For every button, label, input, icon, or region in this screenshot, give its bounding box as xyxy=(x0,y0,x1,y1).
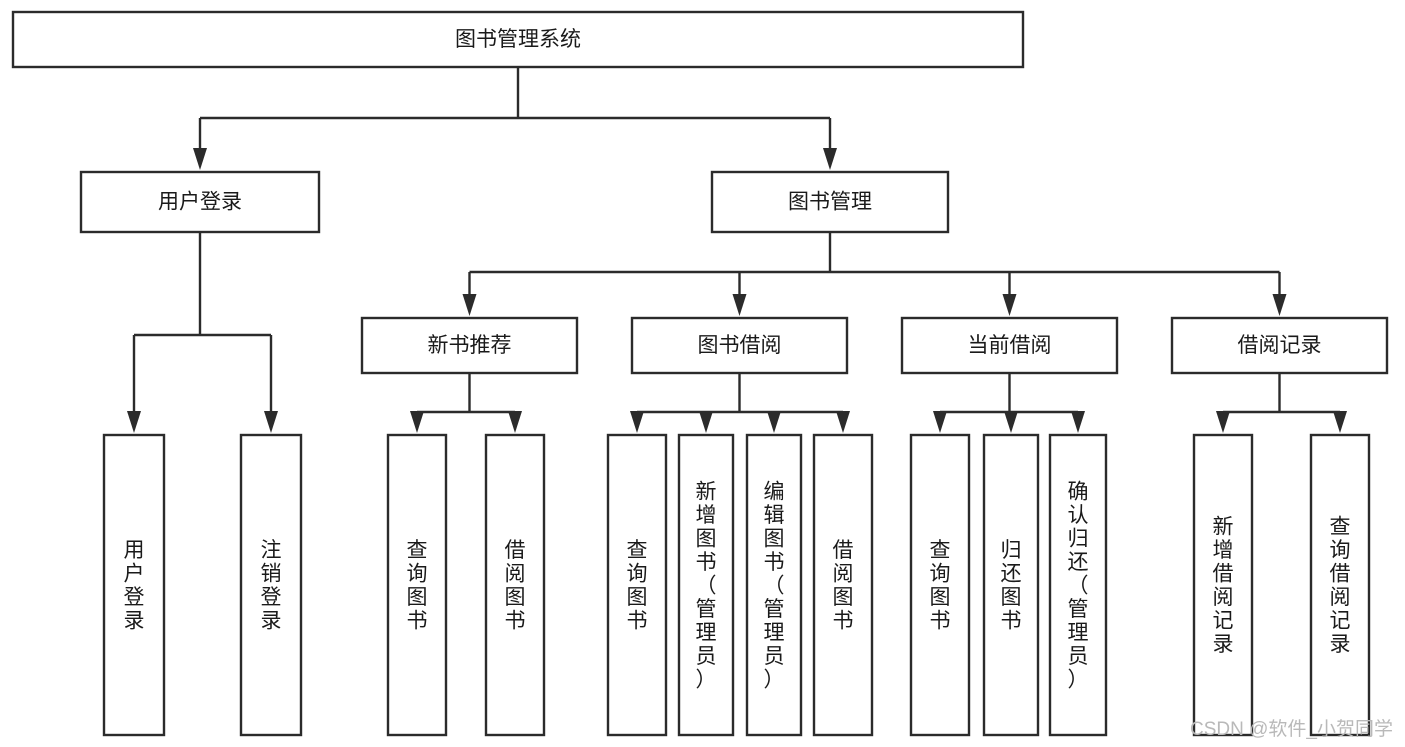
node-leaf-edit-book-label: 编辑图书（管理员） xyxy=(764,480,785,691)
node-book-manage-label: 图书管理 xyxy=(788,191,872,214)
arrow-head-icon xyxy=(767,411,781,433)
node-leaf-borrow-book-1-label: 借阅图书 xyxy=(505,539,526,633)
arrow-head-icon xyxy=(410,411,424,433)
node-leaf-query-book-1[interactable]: 查询图书 xyxy=(386,433,448,737)
node-leaf-add-book-label: 新增图书（管理员） xyxy=(696,480,717,691)
arrow-head-icon xyxy=(933,411,947,433)
node-leaf-return-book[interactable]: 归还图书 xyxy=(982,433,1040,737)
node-leaf-query-record-label: 查询借阅记录 xyxy=(1330,516,1351,657)
arrow-head-icon xyxy=(1333,411,1347,433)
node-current-borrow[interactable]: 当前借阅 xyxy=(900,316,1119,375)
node-leaf-confirm-return-box[interactable] xyxy=(1048,433,1108,737)
node-leaf-borrow-book-1[interactable]: 借阅图书 xyxy=(484,433,546,737)
node-leaf-add-record[interactable]: 新增借阅记录 xyxy=(1192,433,1254,737)
arrow-head-icon xyxy=(823,148,837,170)
node-leaf-edit-book[interactable]: 编辑图书（管理员） xyxy=(745,433,803,737)
node-leaf-query-record-box[interactable] xyxy=(1309,433,1371,737)
arrow-head-icon xyxy=(1071,411,1085,433)
arrow-head-icon xyxy=(193,148,207,170)
node-leaf-add-book-box[interactable] xyxy=(677,433,735,737)
connector-user-login-to-leaves xyxy=(127,232,278,433)
node-leaf-borrow-book-1-box[interactable] xyxy=(484,433,546,737)
node-root-label: 图书管理系统 xyxy=(455,28,581,51)
node-root[interactable]: 图书管理系统 xyxy=(11,10,1025,69)
node-user-login-label: 用户登录 xyxy=(158,191,242,214)
node-leaf-logout-label: 注销登录 xyxy=(261,539,282,633)
node-book-borrow-label: 图书借阅 xyxy=(698,334,782,357)
node-leaf-query-book-2-box[interactable] xyxy=(606,433,668,737)
arrow-head-icon xyxy=(732,294,747,316)
connector-current-borrow-to-leaves xyxy=(933,373,1085,433)
node-leaf-return-book-box[interactable] xyxy=(982,433,1040,737)
node-borrow-record[interactable]: 借阅记录 xyxy=(1170,316,1389,375)
node-book-manage-box[interactable] xyxy=(710,170,950,234)
arrow-head-icon xyxy=(508,411,522,433)
node-leaf-borrow-book-2-box[interactable] xyxy=(812,433,874,737)
node-leaf-borrow-book-2[interactable]: 借阅图书 xyxy=(812,433,874,737)
node-new-book-recommend[interactable]: 新书推荐 xyxy=(360,316,579,375)
node-leaf-query-book-3-box[interactable] xyxy=(909,433,971,737)
connector-borrow-record-to-leaves xyxy=(1216,373,1347,433)
node-leaf-query-book-2-label: 查询图书 xyxy=(627,539,648,633)
csdn-watermark: CSDN @软件_小贺同学 xyxy=(1190,719,1393,740)
node-user-login[interactable]: 用户登录 xyxy=(79,170,321,234)
connector-root-to-level2 xyxy=(193,67,837,170)
connector-lines xyxy=(127,67,1347,433)
arrow-head-icon xyxy=(127,411,141,433)
node-leaf-user-login-box[interactable] xyxy=(102,433,166,737)
node-book-borrow-box[interactable] xyxy=(630,316,849,375)
node-leaf-query-book-1-box[interactable] xyxy=(386,433,448,737)
node-leaf-user-login[interactable]: 用户登录 xyxy=(102,433,166,737)
arrow-head-icon xyxy=(1004,411,1018,433)
arrow-head-icon xyxy=(1272,294,1287,316)
node-leaf-borrow-book-2-label: 借阅图书 xyxy=(833,539,854,633)
arrow-head-icon xyxy=(699,411,713,433)
node-book-manage[interactable]: 图书管理 xyxy=(710,170,950,234)
arrow-head-icon xyxy=(836,411,850,433)
node-new-book-recommend-label: 新书推荐 xyxy=(428,334,512,357)
diagram-nodes: 图书管理系统用户登录图书管理新书推荐图书借阅当前借阅借阅记录用户登录注销登录查询… xyxy=(11,10,1389,737)
node-current-borrow-box[interactable] xyxy=(900,316,1119,375)
node-book-borrow[interactable]: 图书借阅 xyxy=(630,316,849,375)
arrow-head-icon xyxy=(462,294,477,316)
arrow-head-icon xyxy=(1002,294,1017,316)
arrow-head-icon xyxy=(264,411,278,433)
connector-book-manage-to-level3 xyxy=(462,232,1287,316)
node-leaf-logout[interactable]: 注销登录 xyxy=(239,433,303,737)
node-new-book-recommend-box[interactable] xyxy=(360,316,579,375)
node-leaf-logout-box[interactable] xyxy=(239,433,303,737)
arrow-head-icon xyxy=(630,411,644,433)
connector-new-book-recommend-to-leaves xyxy=(410,373,522,433)
node-leaf-query-book-3[interactable]: 查询图书 xyxy=(909,433,971,737)
node-borrow-record-box[interactable] xyxy=(1170,316,1389,375)
node-leaf-confirm-return[interactable]: 确认归还（管理员） xyxy=(1048,433,1108,737)
node-leaf-query-record[interactable]: 查询借阅记录 xyxy=(1309,433,1371,737)
arrow-head-icon xyxy=(1216,411,1230,433)
node-leaf-add-book[interactable]: 新增图书（管理员） xyxy=(677,433,735,737)
node-leaf-query-book-2[interactable]: 查询图书 xyxy=(606,433,668,737)
node-current-borrow-label: 当前借阅 xyxy=(968,334,1052,357)
node-user-login-box[interactable] xyxy=(79,170,321,234)
node-leaf-return-book-label: 归还图书 xyxy=(1001,539,1022,633)
node-leaf-add-record-label: 新增借阅记录 xyxy=(1213,516,1234,657)
node-leaf-edit-book-box[interactable] xyxy=(745,433,803,737)
node-root-box[interactable] xyxy=(11,10,1025,69)
node-leaf-query-book-1-label: 查询图书 xyxy=(407,539,428,633)
node-leaf-query-book-3-label: 查询图书 xyxy=(930,539,951,633)
node-leaf-confirm-return-label: 确认归还（管理员） xyxy=(1068,480,1089,691)
node-borrow-record-label: 借阅记录 xyxy=(1238,334,1322,357)
connector-book-borrow-to-leaves xyxy=(630,373,850,433)
node-leaf-add-record-box[interactable] xyxy=(1192,433,1254,737)
node-leaf-user-login-label: 用户登录 xyxy=(124,539,145,633)
